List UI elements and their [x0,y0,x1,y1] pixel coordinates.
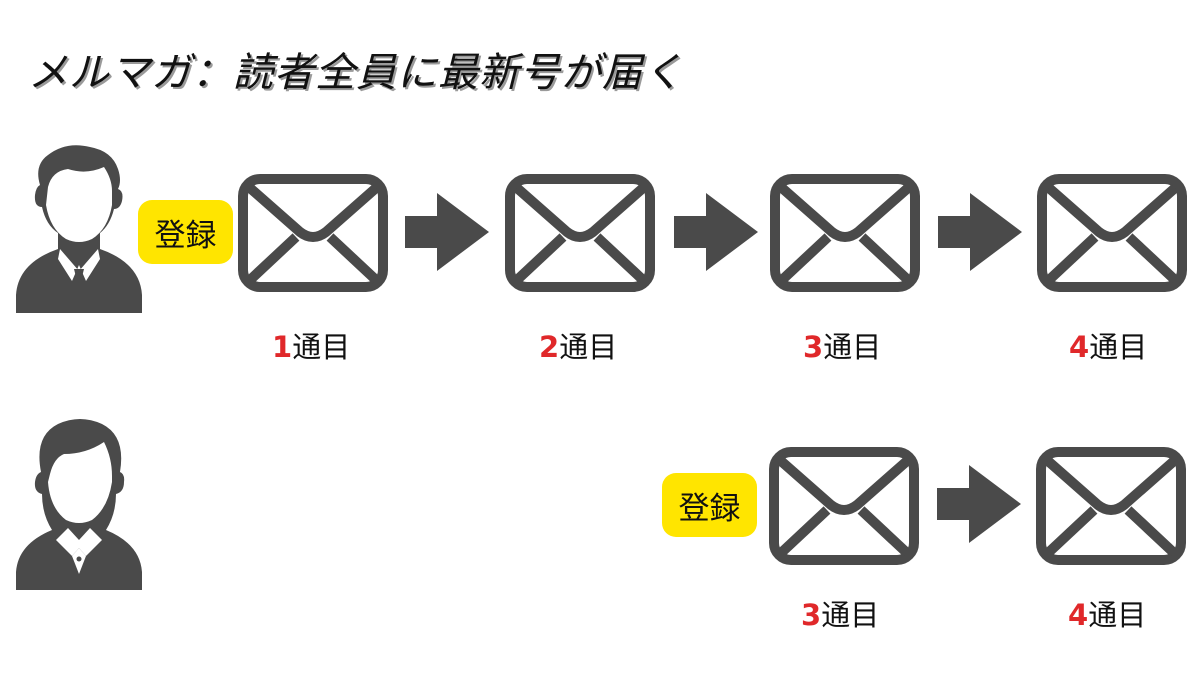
arrow-right-icon [938,193,1022,271]
email-count-label: 1通目 [272,330,351,364]
woman-icon [16,419,142,590]
envelope-icon [1036,447,1186,565]
envelope-icon [769,447,919,565]
email-count-label: 4通目 [1068,598,1147,632]
arrow-right-icon [937,465,1021,543]
envelope-icon [505,174,655,292]
envelope-icon [1037,174,1187,292]
page-title: メルマガ：読者全員に最新号が届く [28,50,684,96]
envelope-icon [770,174,920,292]
email-count-label: 4通目 [1069,330,1148,364]
envelope-icon [238,174,388,292]
register-badge: 登録 [662,473,757,537]
email-count-label: 3通目 [803,330,882,364]
register-badge: 登録 [138,200,233,264]
email-count-label: 2通目 [539,330,618,364]
arrow-right-icon [405,193,489,271]
arrow-right-icon [674,193,758,271]
email-count-label: 3通目 [801,598,880,632]
man-icon [16,145,142,313]
